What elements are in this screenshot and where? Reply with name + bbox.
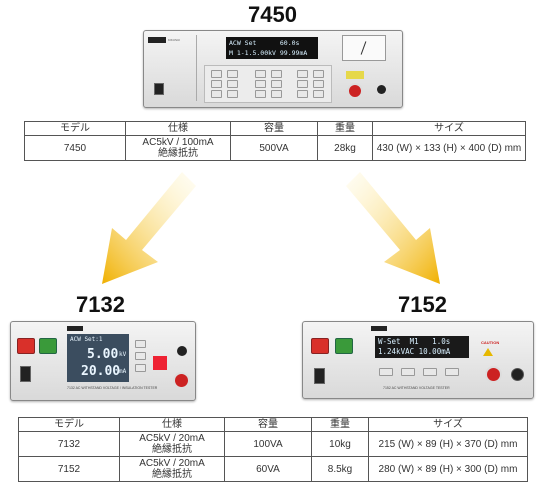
arrow-left-down-icon [102, 172, 196, 284]
function-key-2 [401, 368, 415, 376]
footer-text: 7132 AC WITHSTAND VOLTAGE / INSULATION T… [67, 386, 158, 390]
cell-model: 7450 [24, 135, 126, 161]
cell-weight: 28kg [317, 135, 373, 161]
arrow-right-down-icon [346, 172, 440, 284]
header-weight: 重量 [317, 121, 373, 136]
model-title-7450: 7450 [248, 2, 297, 27]
device-7132-image: ACW Set:1 5.00 kV 20.00 mA 7132 AC WITHS… [10, 321, 196, 401]
cell-spec: AC5kV / 100mA 絶縁抵抗 [125, 135, 231, 161]
table-row: 7132 AC5kV / 20mA 絶縁抵抗 100VA 10kg 215 (W… [18, 431, 528, 457]
lcd-line-1: W-Set M1 1.0s [378, 337, 451, 346]
spec-line-2: 絶縁抵抗 [152, 444, 192, 455]
header-spec: 仕様 [119, 417, 225, 432]
front-divider [196, 35, 197, 101]
reset-button [311, 338, 329, 354]
header-capacity: 容量 [224, 417, 312, 432]
cell-capacity: 500VA [230, 135, 318, 161]
function-key-4 [445, 368, 459, 376]
table-row: 7450 AC5kV / 100mA 絶縁抵抗 500VA 28kg 430 (… [24, 135, 526, 161]
return-terminal [177, 346, 187, 356]
function-key-1 [379, 368, 393, 376]
cell-model: 7152 [18, 456, 120, 482]
lcd-7450: ACW Set 60.0s M 1-1.5.00kV 99.99mA [226, 37, 318, 59]
device-7152-image: W-Set M1 1.0s 1.24kVAC 10.00mA 7152 AC W… [302, 321, 534, 399]
spec-table-top: モデル 仕様 容量 重量 サイズ 7450 AC5kV / 100mA 絶縁抵抗… [24, 121, 526, 161]
lcd-line-2: 1.24kVAC 10.00mA [378, 347, 451, 356]
table-header-row: モデル 仕様 容量 重量 サイズ [18, 417, 528, 432]
lcd-7132: ACW Set:1 5.00 kV 20.00 mA [67, 334, 129, 382]
header-model: モデル [24, 121, 126, 136]
lcd-line-2: M 1-1.5.00kV 99.99mA [229, 49, 308, 57]
return-terminal [511, 368, 524, 381]
header-size: サイズ [372, 121, 526, 136]
power-switch [20, 366, 31, 382]
spec-line-1: AC5kV / 100mA [142, 137, 214, 148]
lcd-7152: W-Set M1 1.0s 1.24kVAC 10.00mA [375, 336, 469, 358]
cell-size: 215 (W) × 89 (H) × 370 (D) mm [368, 431, 528, 457]
cell-spec: AC5kV / 20mA 絶縁抵抗 [119, 431, 225, 457]
function-key-1 [135, 340, 146, 348]
reset-button [17, 338, 35, 354]
function-key-3 [423, 368, 437, 376]
header-weight: 重量 [311, 417, 369, 432]
model-title-7152: 7152 [398, 292, 447, 317]
header-size: サイズ [368, 417, 528, 432]
function-key-3 [135, 364, 146, 372]
spec-table-bottom: モデル 仕様 容量 重量 サイズ 7132 AC5kV / 20mA 絶縁抵抗 … [18, 417, 528, 482]
lcd-value-1: 5.00 [87, 347, 119, 362]
lcd-unit-2: mA [119, 368, 127, 375]
brand-logo [148, 37, 166, 43]
function-key-2 [135, 352, 146, 360]
analog-meter [342, 35, 386, 61]
test-button [39, 338, 57, 354]
lcd-line-1: ACW Set:1 [70, 336, 103, 343]
brand-logo [67, 326, 83, 331]
cell-size: 280 (W) × 89 (H) × 300 (D) mm [368, 456, 528, 482]
spec-line-1: AC5kV / 20mA [139, 458, 205, 469]
spec-line-2: 絶縁抵抗 [158, 148, 198, 159]
lcd-line-1: ACW Set 60.0s [229, 39, 300, 47]
spec-line-2: 絶縁抵抗 [152, 469, 192, 480]
cell-weight: 8.5kg [311, 456, 369, 482]
power-switch [314, 368, 325, 384]
cell-model: 7132 [18, 431, 120, 457]
warning-label [346, 71, 364, 79]
header-spec: 仕様 [125, 121, 231, 136]
hv-terminal [485, 366, 502, 383]
table-header-row: モデル 仕様 容量 重量 サイズ [24, 121, 526, 136]
brand-logo [371, 326, 387, 331]
warning-icon [483, 348, 493, 356]
test-button [335, 338, 353, 354]
return-terminal [377, 85, 386, 94]
header-capacity: 容量 [230, 121, 318, 136]
power-switch [154, 83, 164, 95]
caution-label: CAUTION [481, 340, 500, 345]
cell-capacity: 100VA [224, 431, 312, 457]
cell-spec: AC5kV / 20mA 絶縁抵抗 [119, 456, 225, 482]
device-7450-image: KIKUSUI ACW Set 60.0s M 1-1.5.00kV 99.99… [143, 30, 403, 108]
cell-weight: 10kg [311, 431, 369, 457]
cell-capacity: 60VA [224, 456, 312, 482]
hv-terminal [347, 83, 363, 99]
spec-line-1: AC5kV / 20mA [139, 433, 205, 444]
keypad-panel [204, 65, 332, 103]
table-row: 7152 AC5kV / 20mA 絶縁抵抗 60VA 8.5kg 280 (W… [18, 456, 528, 482]
warning-label [153, 356, 167, 370]
lcd-unit-1: kV [119, 351, 127, 358]
lcd-value-2: 20.00 [81, 364, 121, 379]
footer-text: 7152 AC WITHSTAND VOLTAGE TESTER [383, 386, 450, 390]
header-model: モデル [18, 417, 120, 432]
model-title-7132: 7132 [76, 292, 125, 317]
brand-text: KIKUSUI [168, 38, 181, 42]
hv-terminal [173, 372, 190, 389]
cell-size: 430 (W) × 133 (H) × 400 (D) mm [372, 135, 526, 161]
